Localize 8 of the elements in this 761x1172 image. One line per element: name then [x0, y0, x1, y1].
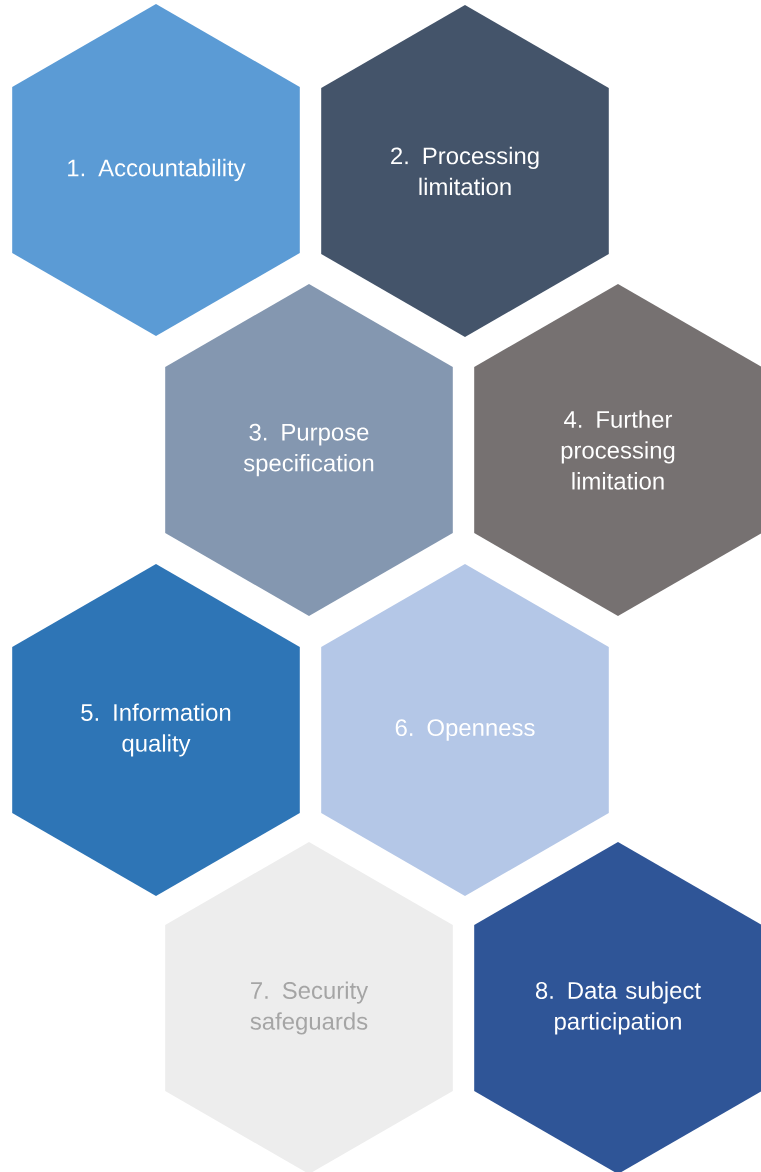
hexagon: 7. Security safeguards [165, 842, 453, 1172]
hexagon: 5. Information quality [12, 564, 300, 896]
hexagon: 3. Purpose specification [165, 284, 453, 616]
hexagon: 6. Openness [321, 564, 609, 896]
hexagon: 1. Accountability [12, 4, 300, 336]
hexagon: 4. Further processing limitation [474, 284, 761, 616]
hexagon: 8. Data subject participation [474, 842, 761, 1172]
hexagon: 2. Processing limitation [321, 5, 609, 337]
